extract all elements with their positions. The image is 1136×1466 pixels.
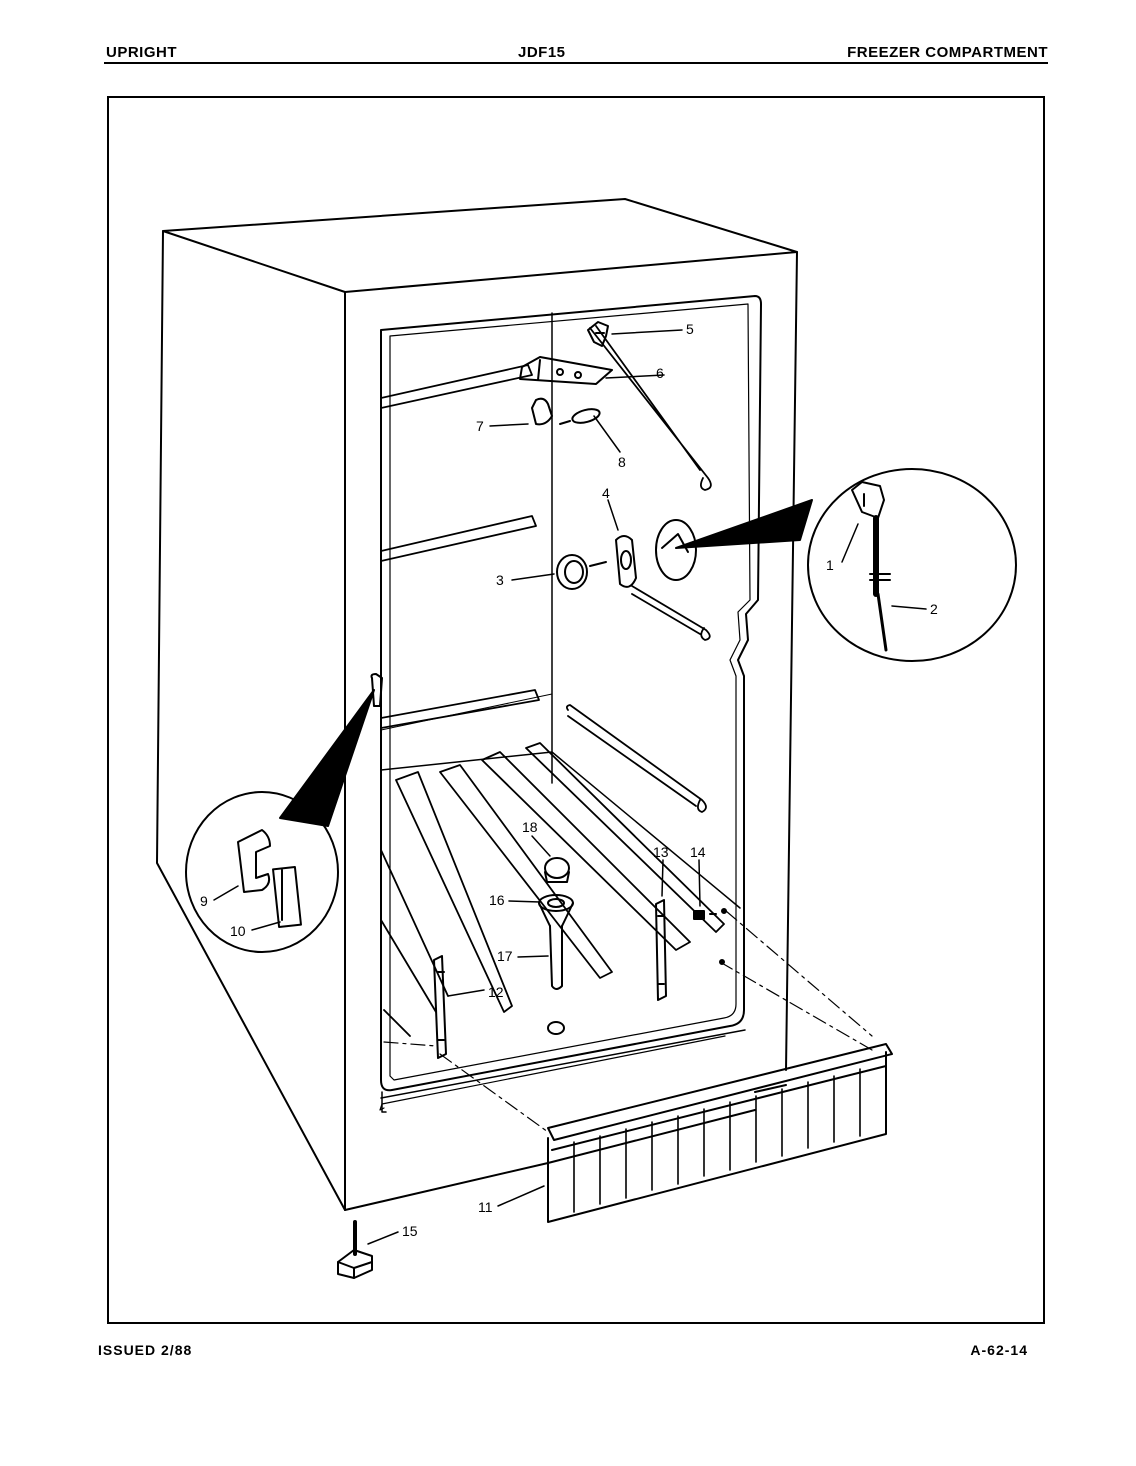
- part-7-lamp-socket: [531, 397, 553, 426]
- left-shelf-rails: [380, 364, 540, 729]
- magnifier-wedge-left: [279, 689, 375, 827]
- callout-6: 6: [656, 365, 664, 381]
- control-mount: [655, 519, 697, 581]
- callout-15: 15: [402, 1223, 418, 1239]
- assembly-guide-lines: [383, 910, 873, 1133]
- callout-13: 13: [653, 844, 669, 860]
- callout-5: 5: [686, 321, 694, 337]
- callout-4: 4: [602, 485, 610, 501]
- cabinet-body: [156, 198, 798, 1211]
- part-18-cap: [544, 857, 570, 883]
- header-rule: [104, 62, 1048, 64]
- detail-circle-left: [185, 791, 339, 953]
- part-6-bracket: [519, 356, 613, 385]
- header-model-type: UPRIGHT: [106, 44, 177, 61]
- callout-9: 9: [200, 893, 208, 909]
- part-14-screw: [693, 908, 727, 965]
- callout-16: 16: [489, 892, 505, 908]
- leader-arrows: [213, 329, 927, 1245]
- callout-10: 10: [230, 923, 246, 939]
- floor-rack: [380, 742, 725, 1037]
- detail-circle-right: [807, 468, 1017, 662]
- part-8-bulb: [559, 408, 601, 425]
- drain-hole: [547, 1021, 565, 1035]
- callout-1: 1: [826, 557, 834, 573]
- header-section-title: FREEZER COMPARTMENT: [847, 44, 1048, 61]
- left-receptacle: [370, 673, 383, 707]
- callout-11: 11: [478, 1199, 493, 1215]
- callout-3: 3: [496, 572, 504, 588]
- part-16-drain-funnel: [538, 894, 574, 927]
- footer-issue-date: ISSUED 2/88: [98, 1342, 193, 1358]
- part-3-knob: [556, 554, 607, 590]
- callout-12: 12: [488, 984, 504, 1000]
- callout-7: 7: [476, 418, 484, 434]
- part-13-rail-guide: [655, 899, 667, 1001]
- callout-17: 17: [497, 948, 513, 964]
- part-5-clip: [587, 321, 609, 347]
- right-shelf-rails: [565, 325, 712, 813]
- part-15-leveling-leg: [337, 1220, 373, 1279]
- callout-labels: 1 2 3 4 5 6 7 8 9 10 11 12 13 14 15 16 1…: [200, 321, 938, 1239]
- inner-liner: [379, 295, 762, 1113]
- part-11-toe-grille: [547, 1043, 893, 1223]
- magnifier-wedge-right: [675, 499, 813, 549]
- callout-2: 2: [930, 601, 938, 617]
- callout-8: 8: [618, 454, 626, 470]
- part-12-rail-guide: [433, 955, 447, 1059]
- part-4-control-plate: [615, 535, 637, 588]
- header-model-number: JDF15: [518, 44, 566, 61]
- diagram-frame: [107, 96, 1045, 1324]
- part-17-drain-tube: [549, 925, 563, 990]
- callout-18: 18: [522, 819, 538, 835]
- footer-page-code: A-62-14: [970, 1342, 1028, 1358]
- callout-14: 14: [690, 844, 706, 860]
